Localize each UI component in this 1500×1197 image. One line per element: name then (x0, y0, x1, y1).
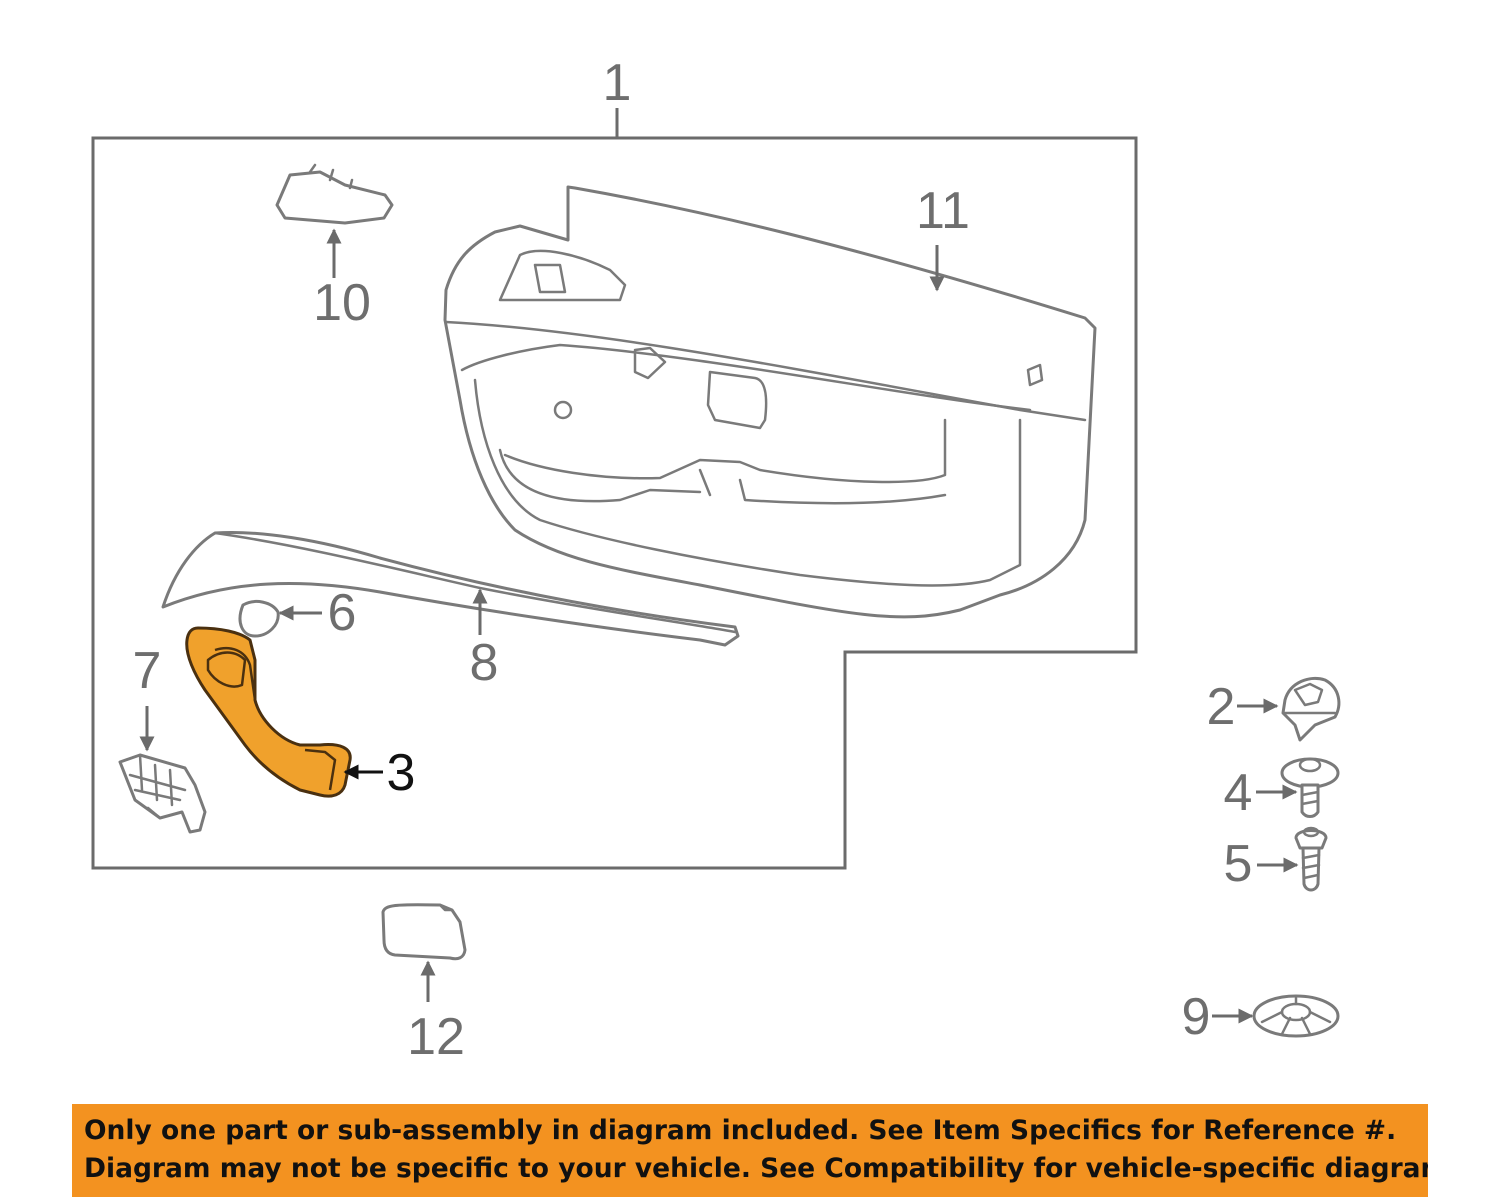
disclaimer-banner: Only one part or sub-assembly in diagram… (72, 1104, 1428, 1197)
callout-1: 1 (603, 54, 632, 112)
disclaimer-line-1: Only one part or sub-assembly in diagram… (84, 1115, 1397, 1146)
assembly-frame (91, 136, 1138, 870)
callout-11: 11 (916, 182, 970, 240)
part-2-push-clip (1281, 676, 1341, 742)
callout-9: 9 (1182, 988, 1211, 1046)
disclaimer-line-2: Diagram may not be specific to your vehi… (84, 1153, 1428, 1184)
callout-12: 12 (407, 1008, 465, 1066)
part-6-cap (238, 600, 280, 638)
callout-3: 3 (387, 744, 416, 802)
callout-4: 4 (1224, 764, 1253, 822)
callout-8: 8 (470, 634, 499, 692)
part-10-switch-cover (275, 163, 394, 225)
part-8-trim-strip (161, 531, 740, 647)
callout-7: 7 (133, 642, 162, 700)
part-4-flange-screw (1280, 757, 1340, 818)
part-9-grommet (1252, 994, 1340, 1038)
part-12-trim-cap (381, 903, 467, 961)
part-3-pull-handle (185, 626, 352, 798)
callout-10: 10 (313, 274, 371, 332)
part-5-screw (1294, 826, 1328, 892)
part-7-bracket (118, 753, 207, 834)
callout-2: 2 (1207, 678, 1236, 736)
callout-5: 5 (1224, 835, 1253, 893)
part-11-door-trim-panel (443, 185, 1097, 619)
callout-6: 6 (328, 584, 357, 642)
